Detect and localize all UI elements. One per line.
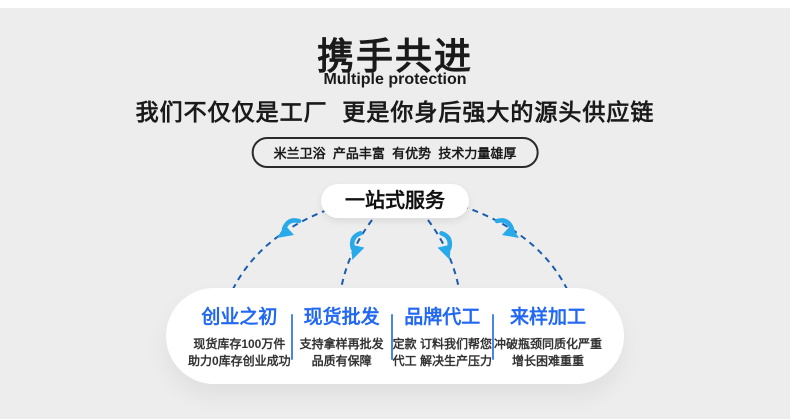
service-line2: 增长困难重重: [511, 354, 584, 368]
service-line2: 助力0库存创业成功: [188, 354, 291, 368]
column-divider: [491, 314, 494, 360]
tagline: 我们不仅仅是工厂 更是你身后强大的源头供应链: [135, 99, 655, 125]
service-line2: 品质有保障: [311, 354, 372, 368]
service-line1: 支持拿样再批发: [299, 336, 384, 351]
service-title: 创业之初: [201, 306, 278, 328]
arrowhead-far-left-icon: [277, 220, 299, 238]
arrowhead-mid-left-icon: [342, 233, 370, 260]
dashed-curve-far-right: [461, 205, 568, 290]
service-line1: 现货库存100万件: [193, 336, 286, 351]
page-title: 携手共进: [317, 36, 473, 77]
service-line1: 定款 订料我们帮您: [392, 336, 492, 351]
service-item-oem: 品牌代工 定款 订料我们帮您 代工 解决生产压力: [393, 302, 492, 371]
hub-pill: 一站式服务: [321, 184, 469, 218]
services-card: 创业之初 现货库存100万件 助力0库存创业成功 现货批发 支持拿样再批发 品质…: [166, 288, 624, 384]
service-item-sample: 来样加工 冲破瓶颈同质化严重 增长困难重重: [494, 302, 602, 371]
service-item-startup: 创业之初 现货库存100万件 助力0库存创业成功: [188, 302, 291, 371]
dashed-curve-far-left: [232, 205, 339, 290]
subtitle-en: Multiple protection: [323, 71, 467, 88]
dashed-curve-mid-right: [427, 219, 460, 290]
column-divider: [390, 314, 393, 360]
service-line2: 代工 解决生产压力: [392, 354, 492, 368]
top-strip: [0, 0, 790, 8]
arrowhead-mid-right-icon: [432, 233, 460, 260]
service-title: 现货批发: [303, 306, 380, 328]
dashed-curve-mid-left: [340, 219, 373, 290]
brand-badge: 米兰卫浴 产品丰富 有优势 技术力量雄厚: [251, 137, 539, 168]
service-line1: 冲破瓶颈同质化严重: [493, 336, 602, 351]
service-title: 品牌代工: [404, 306, 481, 328]
service-title: 来样加工: [509, 306, 586, 328]
service-item-wholesale: 现货批发 支持拿样再批发 品质有保障: [293, 302, 391, 371]
arrowhead-far-right-icon: [497, 220, 519, 238]
column-divider: [290, 314, 293, 360]
